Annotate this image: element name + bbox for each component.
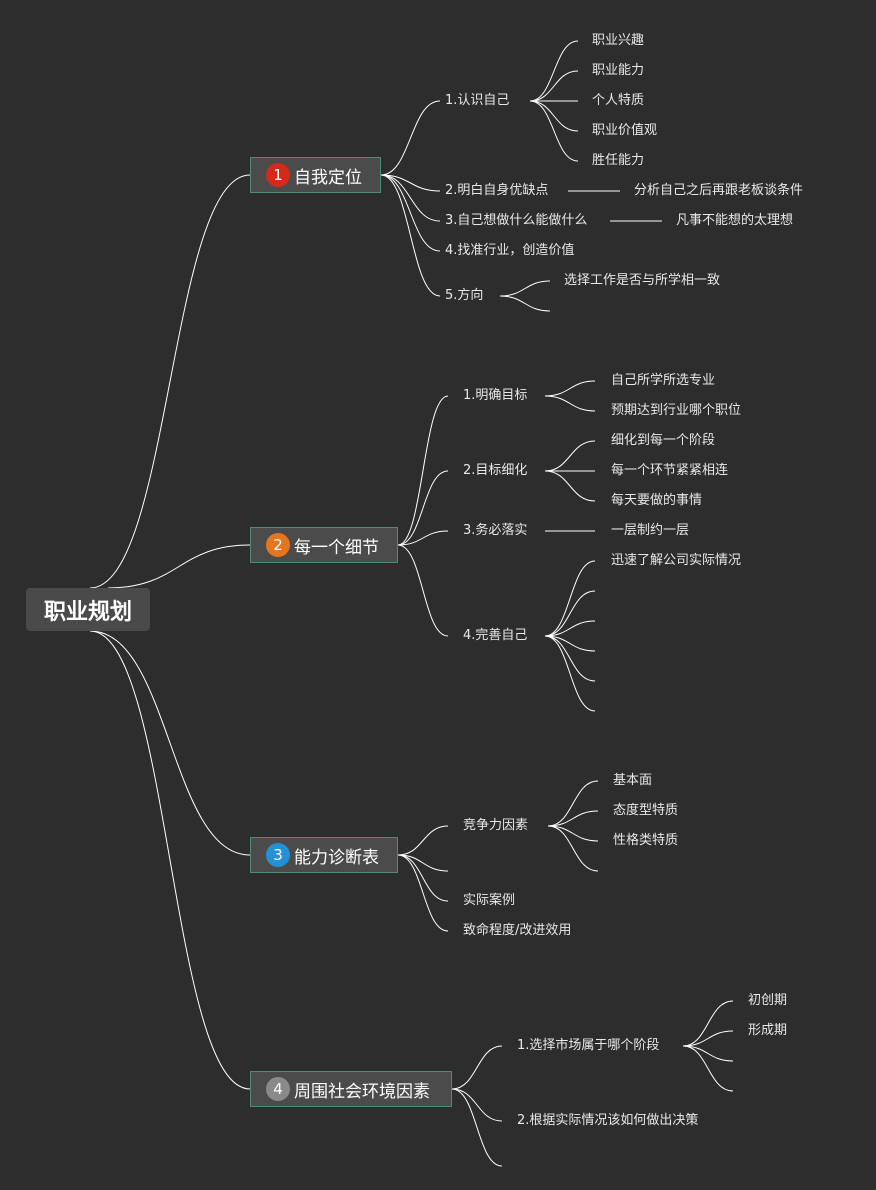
subtopic-label[interactable]: 实际案例: [463, 893, 516, 908]
branch-title: 周围社会环境因素: [294, 1081, 430, 1102]
connector-line: [682, 1045, 734, 1092]
branch-topic-self-positioning[interactable]: 1 自我定位: [250, 157, 381, 193]
subtopic-label[interactable]: 1.认识自己: [445, 93, 510, 108]
connector-line: [499, 280, 551, 297]
leaf-label[interactable]: 自己所学所选专业: [611, 373, 716, 388]
connector-line: [380, 174, 441, 297]
subtopic-label[interactable]: 1.选择市场属于哪个阶段: [517, 1038, 660, 1053]
connector-line: [89, 174, 251, 589]
leaf-label[interactable]: 一层制约一层: [611, 523, 690, 538]
connector-line: [451, 1045, 503, 1090]
connector-line: [397, 854, 449, 932]
subtopic-label[interactable]: 2.目标细化: [463, 463, 528, 478]
leaf-label[interactable]: 态度型特质: [613, 803, 679, 818]
branch-number-badge: 2: [266, 533, 290, 557]
connector-line: [397, 470, 449, 546]
connector-line: [544, 635, 596, 712]
leaf-label[interactable]: 初创期: [748, 993, 788, 1008]
connector-line: [397, 544, 449, 637]
leaf-label[interactable]: 形成期: [748, 1023, 788, 1038]
leaf-label[interactable]: 职业兴趣: [592, 33, 645, 48]
subtopic-label[interactable]: 3.务必落实: [463, 523, 528, 538]
connector-line: [544, 620, 596, 637]
connector-line: [544, 635, 596, 652]
leaf-label[interactable]: 基本面: [613, 773, 653, 788]
connector-line: [682, 1030, 734, 1047]
connector-line: [544, 380, 596, 397]
connector-line: [499, 295, 551, 312]
leaf-label[interactable]: 迅速了解公司实际情况: [611, 553, 742, 568]
connector-line: [397, 395, 449, 546]
root-title: 职业规划: [43, 599, 132, 625]
connector-line: [544, 590, 596, 637]
connector-line: [544, 395, 596, 412]
connector-line: [682, 1045, 734, 1062]
connector-line: [547, 780, 599, 827]
subtopic-label[interactable]: 致命程度/改进效用: [463, 923, 572, 938]
connector-line: [544, 560, 596, 637]
subtopic-label[interactable]: 2.根据实际情况该如何做出决策: [517, 1113, 699, 1128]
leaf-label[interactable]: 分析自己之后再跟老板谈条件: [634, 183, 804, 198]
subtopic-label[interactable]: 4.完善自己: [463, 628, 528, 643]
leaf-label[interactable]: 性格类特质: [613, 833, 679, 848]
leaf-label[interactable]: 职业价值观: [592, 123, 658, 138]
connector-line: [547, 825, 599, 872]
connector-line: [544, 470, 596, 502]
branch-number-badge: 1: [266, 163, 290, 187]
connector-line: [547, 810, 599, 827]
root-topic[interactable]: 职业规划: [26, 588, 150, 631]
connector-line: [529, 100, 579, 162]
leaf-label[interactable]: 个人特质: [592, 93, 645, 108]
leaf-label[interactable]: 胜任能力: [592, 153, 645, 168]
connector-line: [451, 1088, 503, 1167]
branch-topic-every-detail[interactable]: 2 每一个细节: [250, 527, 398, 563]
connector-line: [544, 440, 596, 472]
connector-line: [451, 1088, 503, 1122]
leaf-label[interactable]: 每一个环节紧紧相连: [611, 463, 729, 478]
branch-topic-social-environment[interactable]: 4 周围社会环境因素: [250, 1071, 452, 1107]
connector-line: [380, 174, 441, 192]
connector-line: [397, 825, 449, 856]
branch-title: 每一个细节: [294, 537, 379, 558]
connector-line: [397, 854, 449, 872]
leaf-label[interactable]: 细化到每一个阶段: [611, 433, 716, 448]
subtopic-label[interactable]: 竞争力因素: [463, 818, 529, 833]
subtopic-label[interactable]: 3.自己想做什么能做什么: [445, 213, 588, 228]
subtopic-label[interactable]: 4.找准行业，创造价值: [445, 243, 575, 258]
leaf-label[interactable]: 每天要做的事情: [611, 493, 703, 508]
subtopic-label[interactable]: 1.明确目标: [463, 388, 528, 403]
connector-line: [107, 544, 251, 589]
connector-line: [544, 635, 596, 682]
connector-line: [547, 825, 599, 842]
connector-line: [529, 40, 579, 102]
connector-line: [380, 100, 441, 176]
branch-title: 能力诊断表: [294, 847, 379, 868]
leaf-label[interactable]: 预期达到行业哪个职位: [611, 403, 742, 418]
connector-line: [397, 854, 449, 902]
connector-line: [529, 70, 579, 102]
branch-number-badge: 4: [266, 1077, 290, 1101]
connector-line: [380, 174, 441, 252]
subtopic-label[interactable]: 2.明白自身优缺点: [445, 183, 549, 198]
leaf-label[interactable]: 选择工作是否与所学相一致: [564, 273, 721, 288]
connector-line: [380, 174, 441, 222]
connector-line: [529, 100, 579, 132]
leaf-label[interactable]: 凡事不能想的太理想: [676, 213, 794, 228]
branch-title: 自我定位: [294, 167, 362, 188]
branch-number-badge: 3: [266, 843, 290, 867]
connector-line: [89, 630, 251, 856]
connector-line: [89, 630, 251, 1090]
leaf-label[interactable]: 职业能力: [592, 63, 645, 78]
connector-line: [397, 530, 449, 546]
connector-line: [682, 1000, 734, 1047]
branch-topic-ability-diagnosis[interactable]: 3 能力诊断表: [250, 837, 398, 873]
subtopic-label[interactable]: 5.方向: [445, 288, 484, 303]
